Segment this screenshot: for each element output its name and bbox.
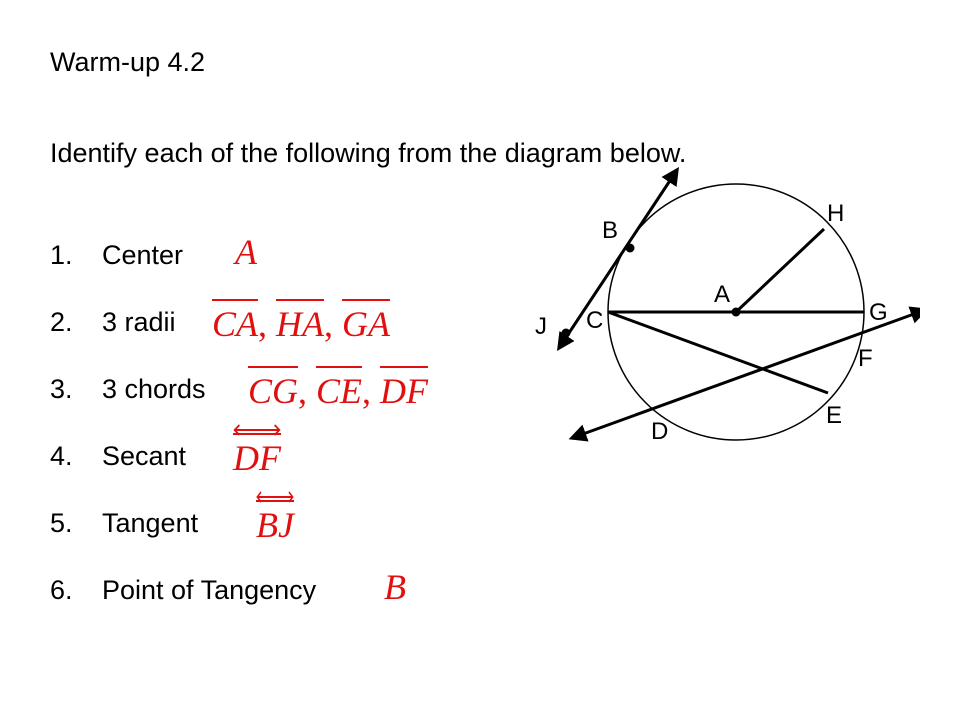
point-b-dot <box>625 243 635 253</box>
line-df: DF <box>233 424 281 480</box>
radius-ha <box>734 227 826 314</box>
answer-tangent: BJ <box>256 491 294 547</box>
segment-df: DF <box>380 364 429 413</box>
segment-ga: GA <box>342 297 391 346</box>
label-g: G <box>869 299 888 326</box>
line-label: DF <box>233 438 281 478</box>
circle-diagram: A B C D E F G H J <box>535 166 920 445</box>
point-a-dot <box>731 307 741 317</box>
line-arrow-icon <box>256 491 294 503</box>
answer-separator: , <box>362 371 372 411</box>
question-number: 4. <box>50 441 73 471</box>
answer-separator: , <box>324 304 334 344</box>
question-number: 2. <box>50 307 73 337</box>
question-label: Center <box>102 240 184 270</box>
label-b: B <box>602 217 618 244</box>
label-a: A <box>714 281 730 308</box>
answer-radii: CA, HA, GA <box>212 297 391 346</box>
tangent-line-bj <box>557 166 679 352</box>
line-label: BJ <box>256 505 294 545</box>
instruction-text: Identify each of the following from the … <box>50 138 687 168</box>
answer-secant: DF <box>233 424 281 480</box>
label-j: J <box>535 313 547 340</box>
answer-point: A <box>235 232 257 272</box>
answer-point-of-tangency: B <box>384 565 406 609</box>
answer-separator: , <box>258 304 268 344</box>
answer-center: A <box>235 230 257 274</box>
slide-title: Warm-up 4.2 <box>50 47 206 77</box>
point-j-dot <box>561 328 571 338</box>
question-number: 1. <box>50 240 73 270</box>
label-h: H <box>827 200 844 227</box>
question-label: 3 radii <box>102 307 176 337</box>
secant-line-df <box>568 306 920 442</box>
question-number: 5. <box>50 508 73 538</box>
question-number: 6. <box>50 575 73 605</box>
segment-ha: HA <box>276 297 325 346</box>
segment-ce: CE <box>316 364 363 413</box>
label-c: C <box>586 307 603 334</box>
label-e: E <box>826 402 842 429</box>
segment-ca: CA <box>212 297 259 346</box>
answer-separator: , <box>298 371 308 411</box>
question-label: Tangent <box>102 508 199 538</box>
question-label: 3 chords <box>102 374 206 404</box>
answer-point: B <box>384 567 406 607</box>
question-number: 3. <box>50 374 73 404</box>
label-f: F <box>858 345 873 372</box>
answer-chords: CG, CE, DF <box>248 364 429 413</box>
segment-cg: CG <box>248 364 299 413</box>
question-label: Point of Tangency <box>102 575 317 605</box>
label-d: D <box>651 418 668 445</box>
chord-ce <box>607 310 829 395</box>
question-label: Secant <box>102 441 187 471</box>
line-arrow-icon <box>233 424 281 436</box>
line-bj: BJ <box>256 491 294 547</box>
